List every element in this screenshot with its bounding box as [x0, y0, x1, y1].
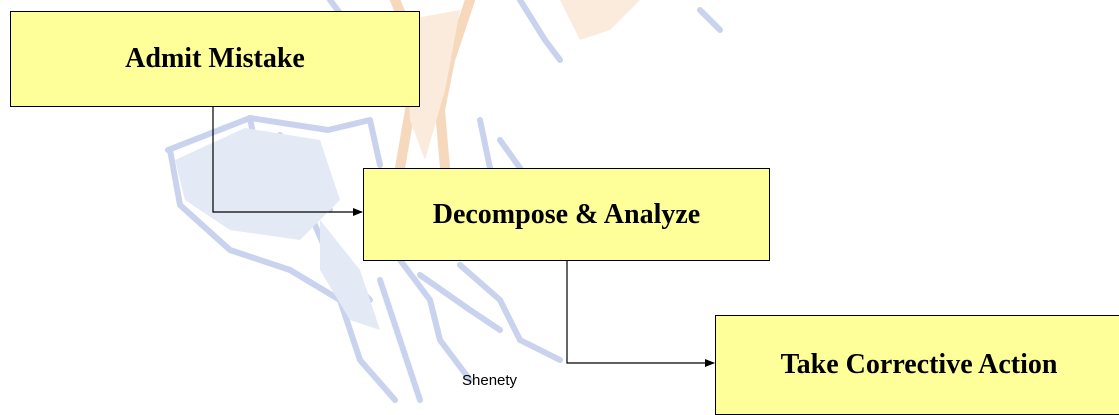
- step-label: Decompose & Analyze: [432, 198, 701, 230]
- footer-text: Shenety: [462, 372, 518, 389]
- step-label: Admit Mistake: [125, 43, 305, 74]
- step-box-take-corrective-action: Take Corrective Action: [715, 315, 1119, 415]
- step-box-admit-mistake: Admit Mistake: [10, 11, 420, 107]
- step-box-decompose-analyze: Decompose & Analyze: [363, 168, 770, 261]
- step-label: Take Corrective Action: [780, 349, 1058, 380]
- connector-arrow-2: [566, 261, 715, 367]
- connector-arrow-1: [212, 107, 363, 216]
